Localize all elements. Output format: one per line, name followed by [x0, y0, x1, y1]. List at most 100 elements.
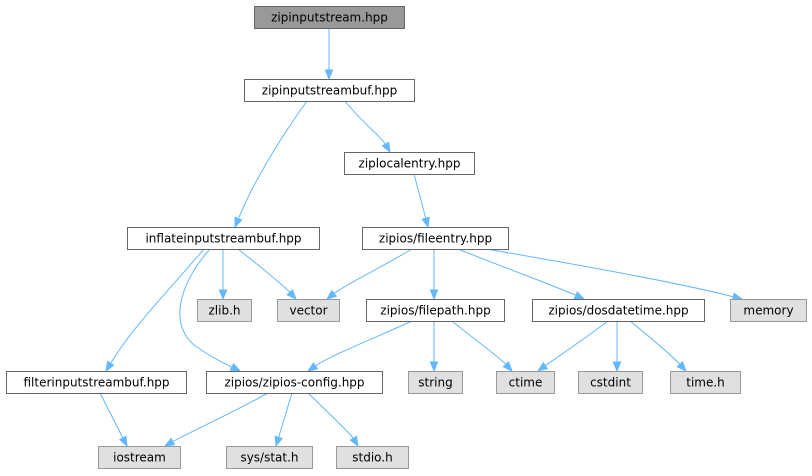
node-box: [244, 79, 415, 102]
node-label: string: [418, 376, 452, 390]
node-zipios-filepath-hpp[interactable]: zipios/filepath.hpp: [366, 299, 505, 322]
node-label: filterinputstreambuf.hpp: [23, 376, 169, 390]
node-box: [127, 227, 320, 250]
edge-line: [237, 100, 308, 219]
edge-arrowhead: [163, 437, 176, 447]
node-box: [362, 227, 509, 250]
edge-arrowhead: [612, 361, 622, 373]
node-label: zipinputstreambuf.hpp: [262, 84, 397, 98]
node-label: zipios/zipios-config.hpp: [224, 376, 364, 390]
edge-arrowhead: [429, 289, 439, 301]
node-box: [98, 446, 181, 469]
edge-arrowhead: [229, 362, 242, 372]
node-zipios-zipios-config-hpp[interactable]: zipios/zipios-config.hpp: [206, 371, 383, 394]
node-stdio-h[interactable]: stdio.h: [336, 446, 409, 469]
node-box: [366, 299, 505, 322]
edge-line: [413, 173, 427, 219]
node-box: [206, 371, 383, 394]
edge-zipios-fileentry-hpp-to-zipios-dosdatetime-hpp: [457, 248, 586, 300]
node-label: zlib.h: [208, 304, 240, 318]
node-zipinputstream-hpp[interactable]: zipinputstream.hpp: [254, 6, 405, 29]
node-zipios-dosdatetime-hpp[interactable]: zipios/dosdatetime.hpp: [532, 299, 705, 322]
node-box: [336, 446, 409, 469]
edge-zipios-zipios-config-hpp-to-sys-stat-h: [274, 392, 293, 448]
edge-arrowhead: [325, 289, 338, 300]
edge-zipinputstreambuf-hpp-to-ziplocalentry-hpp: [344, 100, 391, 154]
edge-zipios-filepath-hpp-to-zipios-zipios-config-hpp: [306, 320, 413, 372]
node-sys-stat-h[interactable]: sys/stat.h: [226, 446, 313, 469]
node-box: [532, 299, 705, 322]
edge-zipios-dosdatetime-hpp-to-cstdint: [612, 321, 622, 373]
node-label: iostream: [113, 451, 166, 465]
node-label: zipios/fileentry.hpp: [379, 232, 492, 246]
edge-line: [99, 392, 124, 439]
edge-arrowhead: [349, 435, 359, 448]
node-ziplocalentry-hpp[interactable]: ziplocalentry.hpp: [344, 152, 475, 175]
node-label: ctime: [509, 376, 543, 390]
node-string[interactable]: string: [408, 371, 463, 394]
edge-arrowhead: [421, 216, 430, 229]
edge-inflateinputstreambuf-hpp-to-zlib-h: [218, 249, 228, 301]
edge-inflateinputstreambuf-hpp-to-filterinputstreambuf-hpp: [105, 248, 205, 373]
edge-arrowhead: [286, 289, 297, 300]
edge-arrowhead: [676, 361, 687, 372]
edge-zipios-zipios-config-hpp-to-stdio-h: [307, 392, 359, 448]
node-box: [226, 446, 313, 469]
edge-arrowhead: [218, 289, 228, 301]
node-time-h[interactable]: time.h: [670, 371, 741, 394]
edge-line: [344, 100, 386, 145]
node-vector[interactable]: vector: [277, 299, 340, 322]
node-label: time.h: [686, 376, 725, 390]
edge-line: [110, 248, 205, 364]
node-iostream[interactable]: iostream: [98, 446, 181, 469]
edge-arrowhead: [274, 435, 283, 448]
node-label: memory: [743, 304, 793, 318]
node-zipinputstreambuf-hpp[interactable]: zipinputstreambuf.hpp: [244, 79, 415, 102]
edge-line: [172, 392, 269, 443]
node-box: [254, 6, 405, 29]
edge-line: [333, 248, 413, 294]
node-ctime[interactable]: ctime: [496, 371, 555, 394]
edge-arrowhead: [573, 291, 586, 300]
edge-arrowhead: [105, 360, 115, 373]
edge-line: [485, 248, 734, 298]
edge-zipios-zipios-config-hpp-to-iostream: [163, 392, 269, 447]
edge-line: [237, 248, 291, 293]
node-label: stdio.h: [352, 451, 392, 465]
node-box: [344, 152, 475, 175]
node-cstdint[interactable]: cstdint: [578, 371, 643, 394]
graph-edges: [99, 28, 744, 448]
node-box: [496, 371, 555, 394]
node-zipios-fileentry-hpp[interactable]: zipios/fileentry.hpp: [362, 227, 509, 250]
node-label: zipinputstream.hpp: [271, 11, 388, 25]
node-box: [197, 299, 252, 322]
node-label: sys/stat.h: [240, 451, 298, 465]
node-memory[interactable]: memory: [730, 299, 807, 322]
edge-inflateinputstreambuf-hpp-to-vector: [237, 248, 297, 300]
edge-arrowhead: [324, 69, 334, 81]
node-zlib-h[interactable]: zlib.h: [197, 299, 252, 322]
edge-line: [307, 392, 354, 439]
edge-arrowhead: [536, 361, 549, 372]
edge-line: [179, 248, 233, 368]
edge-zipios-filepath-hpp-to-string: [429, 321, 439, 373]
node-label: zipios/filepath.hpp: [380, 304, 490, 318]
edge-line: [278, 392, 293, 438]
node-label: zipios/dosdatetime.hpp: [548, 304, 688, 318]
edge-line: [629, 320, 681, 365]
node-label: inflateinputstreambuf.hpp: [145, 232, 301, 246]
edge-arrowhead: [306, 362, 319, 372]
edge-zipios-fileentry-hpp-to-vector: [325, 248, 413, 300]
edge-filterinputstreambuf-hpp-to-iostream: [99, 392, 128, 448]
node-box: [670, 371, 741, 394]
node-box: [408, 371, 463, 394]
node-filterinputstreambuf-hpp[interactable]: filterinputstreambuf.hpp: [6, 371, 187, 394]
edge-zipinputstream-hpp-to-zipinputstreambuf-hpp: [324, 28, 334, 81]
node-inflateinputstreambuf-hpp[interactable]: inflateinputstreambuf.hpp: [127, 227, 320, 250]
node-label: ziplocalentry.hpp: [359, 157, 461, 171]
edge-line: [545, 320, 609, 367]
node-box: [6, 371, 187, 394]
edge-arrowhead: [381, 141, 391, 154]
node-box: [277, 299, 340, 322]
